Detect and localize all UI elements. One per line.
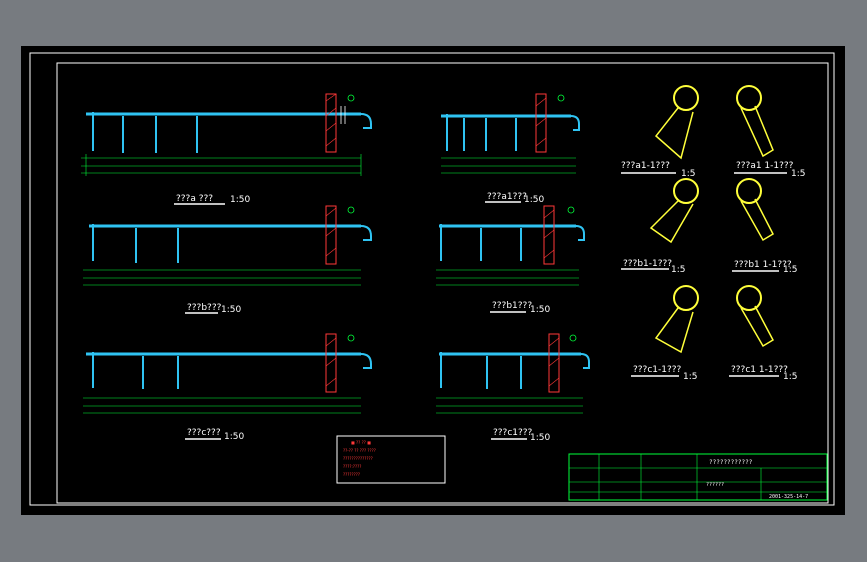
elevation-b — [83, 205, 372, 286]
elevation-a1-caption: ???a1??? 1:50 — [485, 192, 544, 205]
note-line: ■ ?? ?? ■ — [351, 440, 371, 445]
elevation-a1 — [441, 93, 580, 174]
caption-text: ???a1??? — [487, 192, 527, 202]
caption-text: ???c1-1??? — [633, 365, 682, 375]
scale-text: 1:50 — [224, 432, 244, 442]
note-box: ■ ?? ?? ■ ??-?? ?? ??? ???? ????????????… — [336, 435, 446, 484]
section-c1: ???c1-1??? 1:5 — [631, 285, 699, 382]
project-name: ???????????? — [709, 459, 753, 466]
elevation-a-caption: ???a ??? 1:50 — [174, 194, 250, 205]
caption-text: ???b??? — [187, 303, 222, 313]
scale-text: 1:50 — [221, 305, 241, 315]
drawing-name: ?????? — [706, 482, 724, 488]
drawing-number: 2001-325-14-7 — [769, 494, 808, 500]
scale-text: 1:50 — [230, 195, 250, 205]
note-line: ?????????????? — [343, 456, 373, 461]
elevation-b1-caption: ???b1??? 1:50 — [490, 301, 550, 315]
caption-text: ???b1-1??? — [623, 259, 672, 269]
elevation-c-caption: ???c??? 1:50 — [185, 428, 244, 442]
note-line: ???????? — [343, 472, 360, 477]
elevation-c1 — [436, 333, 590, 414]
elevation-c1-caption: ???c1??? 1:50 — [491, 428, 550, 443]
scale-text: 1:5 — [671, 265, 685, 275]
elevation-b-caption: ???b??? 1:50 — [185, 303, 241, 315]
note-line: ??-?? ?? ??? ???? — [343, 448, 376, 453]
inner-frame — [56, 62, 829, 504]
caption-text: ???c??? — [187, 428, 221, 438]
section-a1-1: ???a1 1-1??? 1:5 — [734, 85, 805, 179]
caption-text: ???c1??? — [493, 428, 533, 438]
section-c1-1: ???c1 1-1??? 1:5 — [729, 285, 797, 382]
caption-text: ???a1 1-1??? — [736, 161, 794, 171]
section-a1: ???a1-1??? 1:5 — [621, 85, 699, 179]
scale-text: 1:5 — [791, 169, 805, 179]
scale-text: 1:5 — [783, 265, 797, 275]
section-b1: ???b1-1??? 1:5 — [621, 178, 699, 275]
elevation-c — [83, 333, 372, 414]
section-b1-1: ???b1 1-1??? 1:5 — [732, 178, 797, 275]
caption-text: ???b1 1-1??? — [734, 260, 792, 270]
outer-frame — [29, 52, 835, 506]
scale-text: 1:50 — [530, 305, 550, 315]
scale-text: 1:5 — [681, 169, 695, 179]
caption-text: ???a1-1??? — [621, 161, 670, 171]
caption-text: ???a ??? — [176, 194, 213, 204]
scale-text: 1:50 — [530, 433, 550, 443]
cad-drawing: ???a ??? 1:50 ???a1??? 1:50 — [29, 52, 835, 506]
caption-text: ???c1 1-1??? — [731, 365, 788, 375]
title-block: ???????????? ?????? 2001-325-14-7 — [568, 453, 828, 501]
drawing-sheet: ???a ??? 1:50 ???a1??? 1:50 — [21, 46, 845, 515]
scale-text: 1:50 — [524, 195, 544, 205]
elevation-a — [81, 93, 372, 176]
scale-text: 1:5 — [783, 372, 797, 382]
scale-text: 1:5 — [683, 372, 697, 382]
caption-text: ???b1??? — [492, 301, 532, 311]
elevation-b1 — [436, 205, 585, 286]
wall-hatch — [325, 93, 337, 153]
note-line: ????:???? — [343, 464, 361, 469]
